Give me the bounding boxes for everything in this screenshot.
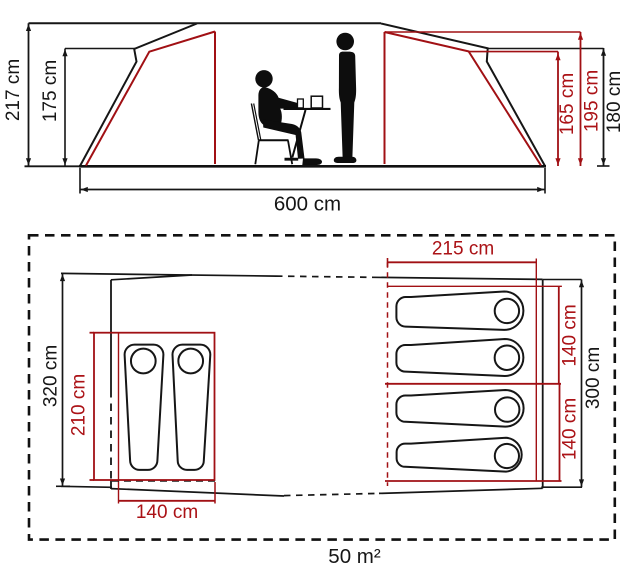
svg-text:320 cm: 320 cm — [41, 345, 62, 407]
svg-text:165 cm: 165 cm — [557, 73, 578, 135]
svg-text:210 cm: 210 cm — [69, 374, 90, 436]
svg-text:215 cm: 215 cm — [432, 239, 494, 260]
svg-text:140 cm: 140 cm — [560, 304, 581, 366]
svg-text:140 cm: 140 cm — [560, 398, 581, 460]
svg-text:300 cm: 300 cm — [583, 347, 604, 409]
svg-text:175 cm: 175 cm — [40, 60, 61, 122]
svg-text:50 m²: 50 m² — [328, 545, 381, 568]
svg-text:195 cm: 195 cm — [582, 70, 603, 132]
svg-text:600 cm: 600 cm — [274, 193, 341, 216]
svg-text:217 cm: 217 cm — [3, 59, 24, 121]
svg-text:140 cm: 140 cm — [136, 502, 198, 523]
svg-text:180 cm: 180 cm — [604, 71, 625, 133]
